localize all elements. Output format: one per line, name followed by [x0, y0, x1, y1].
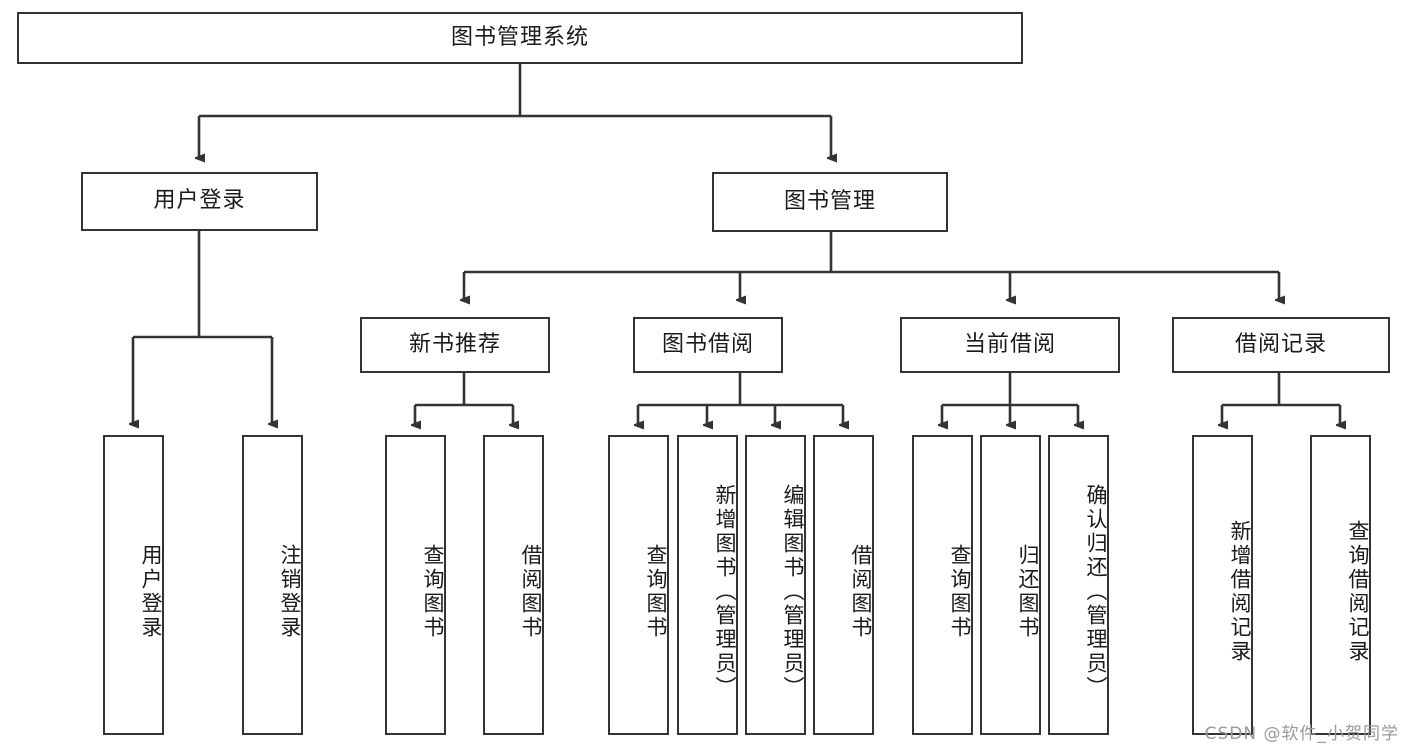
node-new-book-recommend[interactable]: 新书推荐 [360, 317, 550, 373]
leaf-user-login-login[interactable]: 用户登录 [103, 435, 164, 735]
leaf-label: 借阅图书 [849, 544, 873, 640]
node-book-management[interactable]: 图书管理 [712, 172, 948, 232]
leaf-new-books-query[interactable]: 查询图书 [385, 435, 446, 735]
leaf-borrow-add-book-admin[interactable]: 新增图书（管理员） [677, 435, 738, 735]
leaf-current-return-book[interactable]: 归还图书 [980, 435, 1041, 735]
node-borrow-records-label: 借阅记录 [1234, 331, 1327, 357]
leaf-current-confirm-return-admin[interactable]: 确认归还（管理员） [1048, 435, 1109, 735]
leaf-label: 注销登录 [278, 544, 302, 640]
leaf-label: 查询借阅记录 [1346, 520, 1370, 664]
node-user-login-label: 用户登录 [153, 188, 246, 214]
node-new-book-recommend-label: 新书推荐 [408, 331, 501, 357]
leaf-label: 新增借阅记录 [1228, 520, 1252, 664]
watermark-text: CSDN @软件_小贺同学 [1204, 724, 1399, 744]
leaf-label: 借阅图书 [519, 544, 543, 640]
node-root[interactable]: 图书管理系统 [17, 12, 1023, 64]
leaf-borrow-query-book[interactable]: 查询图书 [608, 435, 669, 735]
leaf-borrow-borrow-book[interactable]: 借阅图书 [813, 435, 874, 735]
leaf-label: 确认归还（管理员） [1084, 484, 1108, 700]
node-current-borrow[interactable]: 当前借阅 [900, 317, 1120, 373]
node-root-label: 图书管理系统 [450, 24, 589, 50]
leaf-borrow-edit-book-admin[interactable]: 编辑图书（管理员） [745, 435, 806, 735]
node-borrow-records[interactable]: 借阅记录 [1172, 317, 1390, 373]
leaf-label: 查询图书 [644, 544, 668, 640]
leaf-label: 用户登录 [139, 544, 163, 640]
node-book-borrow-label: 图书借阅 [661, 331, 754, 357]
leaf-label: 编辑图书（管理员） [781, 484, 805, 700]
node-user-login[interactable]: 用户登录 [81, 172, 318, 231]
leaf-current-query-book[interactable]: 查询图书 [912, 435, 973, 735]
node-book-management-label: 图书管理 [783, 188, 876, 214]
leaf-label: 新增图书（管理员） [713, 484, 737, 700]
leaf-label: 查询图书 [948, 544, 972, 640]
leaf-records-query-record[interactable]: 查询借阅记录 [1310, 435, 1371, 735]
leaf-records-add-record[interactable]: 新增借阅记录 [1192, 435, 1253, 735]
node-current-borrow-label: 当前借阅 [963, 331, 1056, 357]
leaf-label: 查询图书 [421, 544, 445, 640]
leaf-user-login-logout[interactable]: 注销登录 [242, 435, 303, 735]
leaf-label: 归还图书 [1016, 544, 1040, 640]
leaf-new-books-borrow[interactable]: 借阅图书 [483, 435, 544, 735]
node-book-borrow[interactable]: 图书借阅 [633, 317, 783, 373]
